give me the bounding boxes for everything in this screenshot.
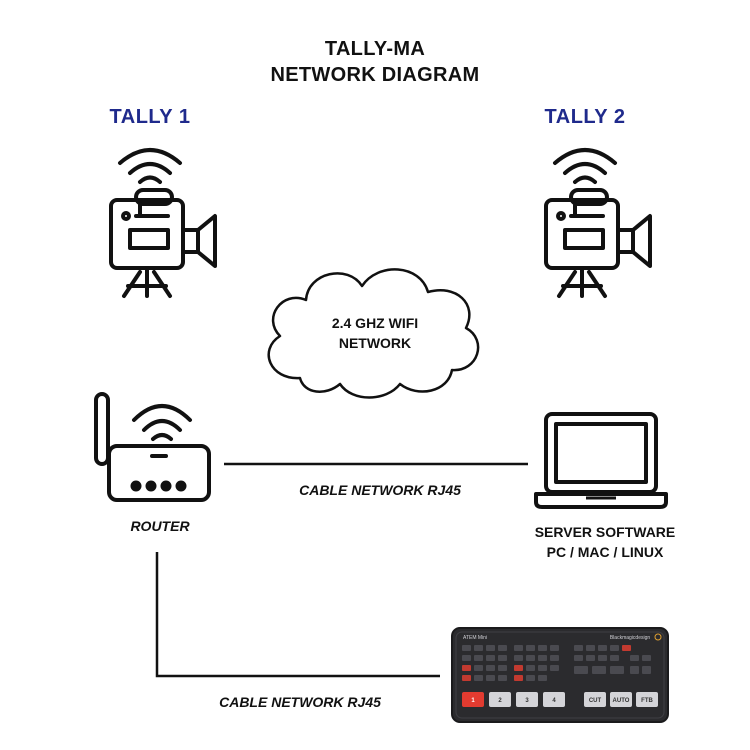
diagram-title-line-1: TALLY-MA xyxy=(324,38,426,60)
switcher-button-1-label: 1 xyxy=(471,698,475,704)
diagram-title-line-2: NETWORK DIAGRAM xyxy=(270,64,480,86)
link-router-server-label: CABLE NETWORK RJ45 xyxy=(299,482,461,498)
cloud-label-line-2: NETWORK xyxy=(338,335,412,351)
server-label-line-1: SERVER SOFTWARE xyxy=(534,524,676,540)
link-router-switcher xyxy=(155,552,440,678)
switcher-button-ftb-label: FTB xyxy=(641,698,653,704)
switcher-brand-label: Blackmagicdesign xyxy=(610,635,651,641)
switcher-button-4-label: 4 xyxy=(552,698,556,704)
switcher-model-label: ATEM Mini xyxy=(463,635,487,641)
link-router-switcher-label: CABLE NETWORK RJ45 xyxy=(219,694,381,710)
tally-1-camera-icon xyxy=(109,148,217,298)
switcher-button-2-label: 2 xyxy=(498,698,502,704)
tally-2-label: TALLY 2 xyxy=(544,106,626,128)
server-label-line-2: PC / MAC / LINUX xyxy=(546,544,664,560)
video-switcher-icon: 1 2 3 4 CUT AUTO FTB ATEM Mini Blackmagi… xyxy=(451,627,669,723)
router-label: ROUTER xyxy=(130,518,190,534)
tally-2-camera-icon xyxy=(544,148,652,298)
tally-1-label: TALLY 1 xyxy=(109,106,191,128)
cloud-label-line-1: 2.4 GHZ WIFI xyxy=(331,315,419,331)
switcher-button-cut-label: CUT xyxy=(589,698,602,704)
switcher-button-auto-label: AUTO xyxy=(613,698,630,704)
laptop-icon xyxy=(534,412,668,509)
wifi-network-cloud-icon xyxy=(267,268,480,399)
wifi-router-icon xyxy=(94,392,211,502)
switcher-button-3-label: 3 xyxy=(525,698,529,704)
